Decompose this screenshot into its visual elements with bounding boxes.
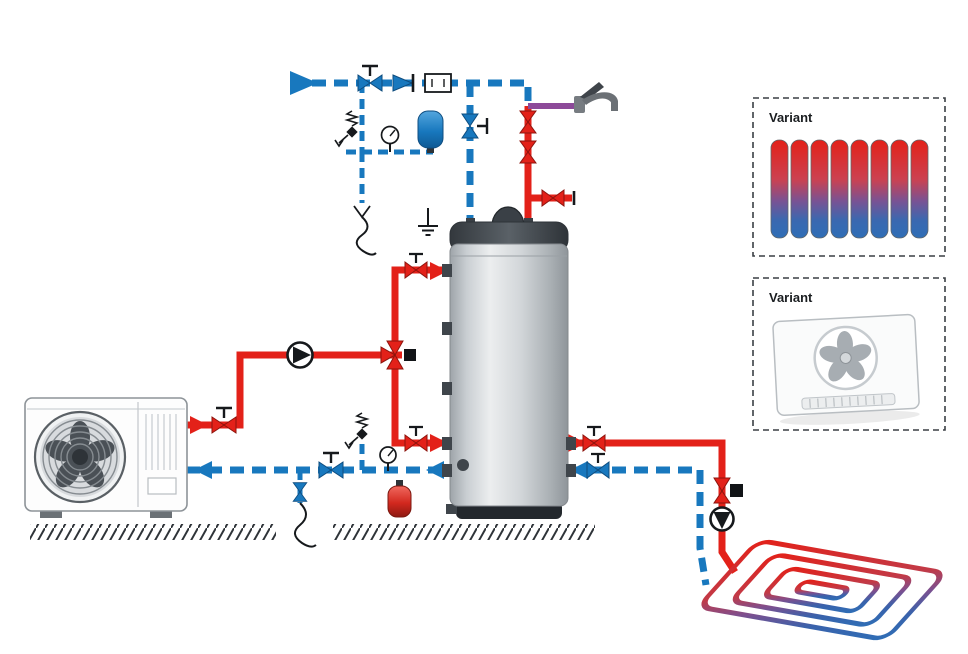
variant-label: Variant (769, 110, 813, 125)
buffer-cylinder (442, 206, 576, 519)
drain-valve (292, 482, 308, 502)
earth-ground-icon (418, 208, 438, 236)
pipe-hot-tank-bottom (391, 362, 446, 447)
shutoff-valve-hp-supply (211, 406, 237, 434)
arrow-heating-return (570, 461, 588, 479)
tank-sensor-pocket (457, 459, 469, 471)
arrow-out-of-tank (426, 461, 444, 479)
outlet-grille (801, 393, 896, 410)
ground-hatch-right (333, 524, 595, 540)
pipe-hot-tank-top (391, 266, 446, 348)
heating-circuit-fittings (582, 425, 743, 532)
check-valve-icon (392, 74, 415, 92)
tank-dome (491, 206, 525, 227)
tap-mixer-icon (574, 82, 618, 113)
fan-grille-icon (33, 410, 127, 504)
pipe-safety-group-top (346, 83, 433, 203)
pipe-heating-supply (568, 439, 738, 574)
ground-hatch-left (30, 524, 276, 540)
circulation-pump-icon (286, 341, 314, 369)
water-meter-icon (424, 73, 452, 93)
radiator-icon (770, 139, 929, 239)
shutoff-valve-cold-main (357, 64, 383, 92)
floor-heating-coil-icon (701, 539, 943, 641)
tank-drain (446, 504, 457, 514)
check-valve-dhw (519, 110, 537, 134)
safety-valve-group-icon (334, 110, 360, 148)
shutoff-valve-heating-return (586, 452, 610, 479)
shutoff-valve-tank-feed (461, 113, 489, 139)
mixing-valve-actuator (730, 484, 743, 497)
tank-body (449, 243, 569, 507)
dhw-group (519, 82, 618, 207)
heat-pump-outdoor-unit (24, 397, 188, 518)
cold-pipes (186, 79, 710, 586)
drain-funnel-siphon-icon (353, 205, 377, 256)
safety-valve-group-hp (344, 412, 370, 450)
thermometer-icon (379, 446, 397, 471)
pipe-cold-main (312, 79, 532, 106)
arrow-return-to-heatpump (194, 461, 212, 479)
heat-pump-foot (40, 510, 62, 518)
heating-pump-icon (709, 506, 735, 532)
variant-box-fan-coil: Variant (752, 277, 946, 431)
shutoff-valve-tank-bottom (404, 425, 428, 452)
mixing-valve-icon (713, 477, 743, 504)
three-way-valve-icon (380, 340, 416, 370)
side-grille (145, 414, 177, 470)
shutoff-valve-tank-top (404, 252, 428, 279)
arrow-hot-from-heatpump (190, 416, 208, 434)
drain-hose-icon (294, 502, 317, 548)
shutoff-valve-hp-return (318, 451, 344, 479)
heatpump-circuit-fittings (211, 252, 428, 548)
pressure-gauge-icon (380, 125, 400, 152)
tank-connection-stubs (442, 264, 576, 477)
expansion-vessel-heating-icon (387, 480, 412, 518)
shutoff-valve-circulation (541, 189, 565, 207)
arrow-cold-inlet (290, 71, 318, 95)
shutoff-valve-dhw (519, 140, 537, 164)
variant-box-radiator: Variant (752, 97, 946, 257)
arrow-into-tank-bottom (430, 434, 448, 452)
control-panel (147, 477, 177, 495)
fan-blades-icon (819, 330, 872, 382)
variant-label: Variant (769, 290, 813, 305)
shutoff-valve-heating-supply (582, 425, 606, 452)
valve-actuator (404, 349, 416, 361)
arrow-into-tank-top (430, 262, 448, 280)
expansion-vessel-cold-icon (417, 110, 444, 153)
flow-arrows (190, 71, 588, 479)
pipe-return-heating (568, 466, 710, 586)
fan-coil-unit-icon (772, 313, 920, 425)
heat-pump-foot (150, 510, 172, 518)
